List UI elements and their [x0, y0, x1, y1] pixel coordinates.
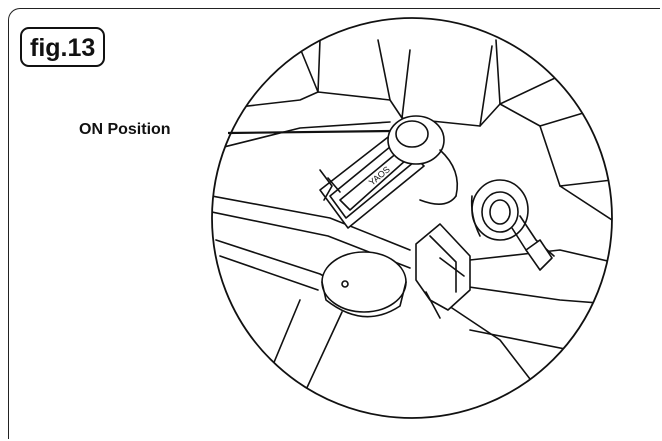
hose-right	[511, 215, 555, 271]
body-bands	[212, 185, 612, 418]
figure-number-label: fig.13	[20, 27, 106, 67]
right-fitting	[470, 179, 529, 241]
on-position-callout-label: ON Position	[79, 121, 171, 138]
callout-leader-line	[227, 129, 393, 135]
hose-lower-left	[249, 299, 343, 418]
lever-knob	[387, 115, 459, 205]
figure-frame	[8, 8, 660, 439]
clip-bracket	[319, 169, 471, 319]
detail-circle-outline	[211, 17, 613, 419]
round-cap	[321, 251, 407, 318]
